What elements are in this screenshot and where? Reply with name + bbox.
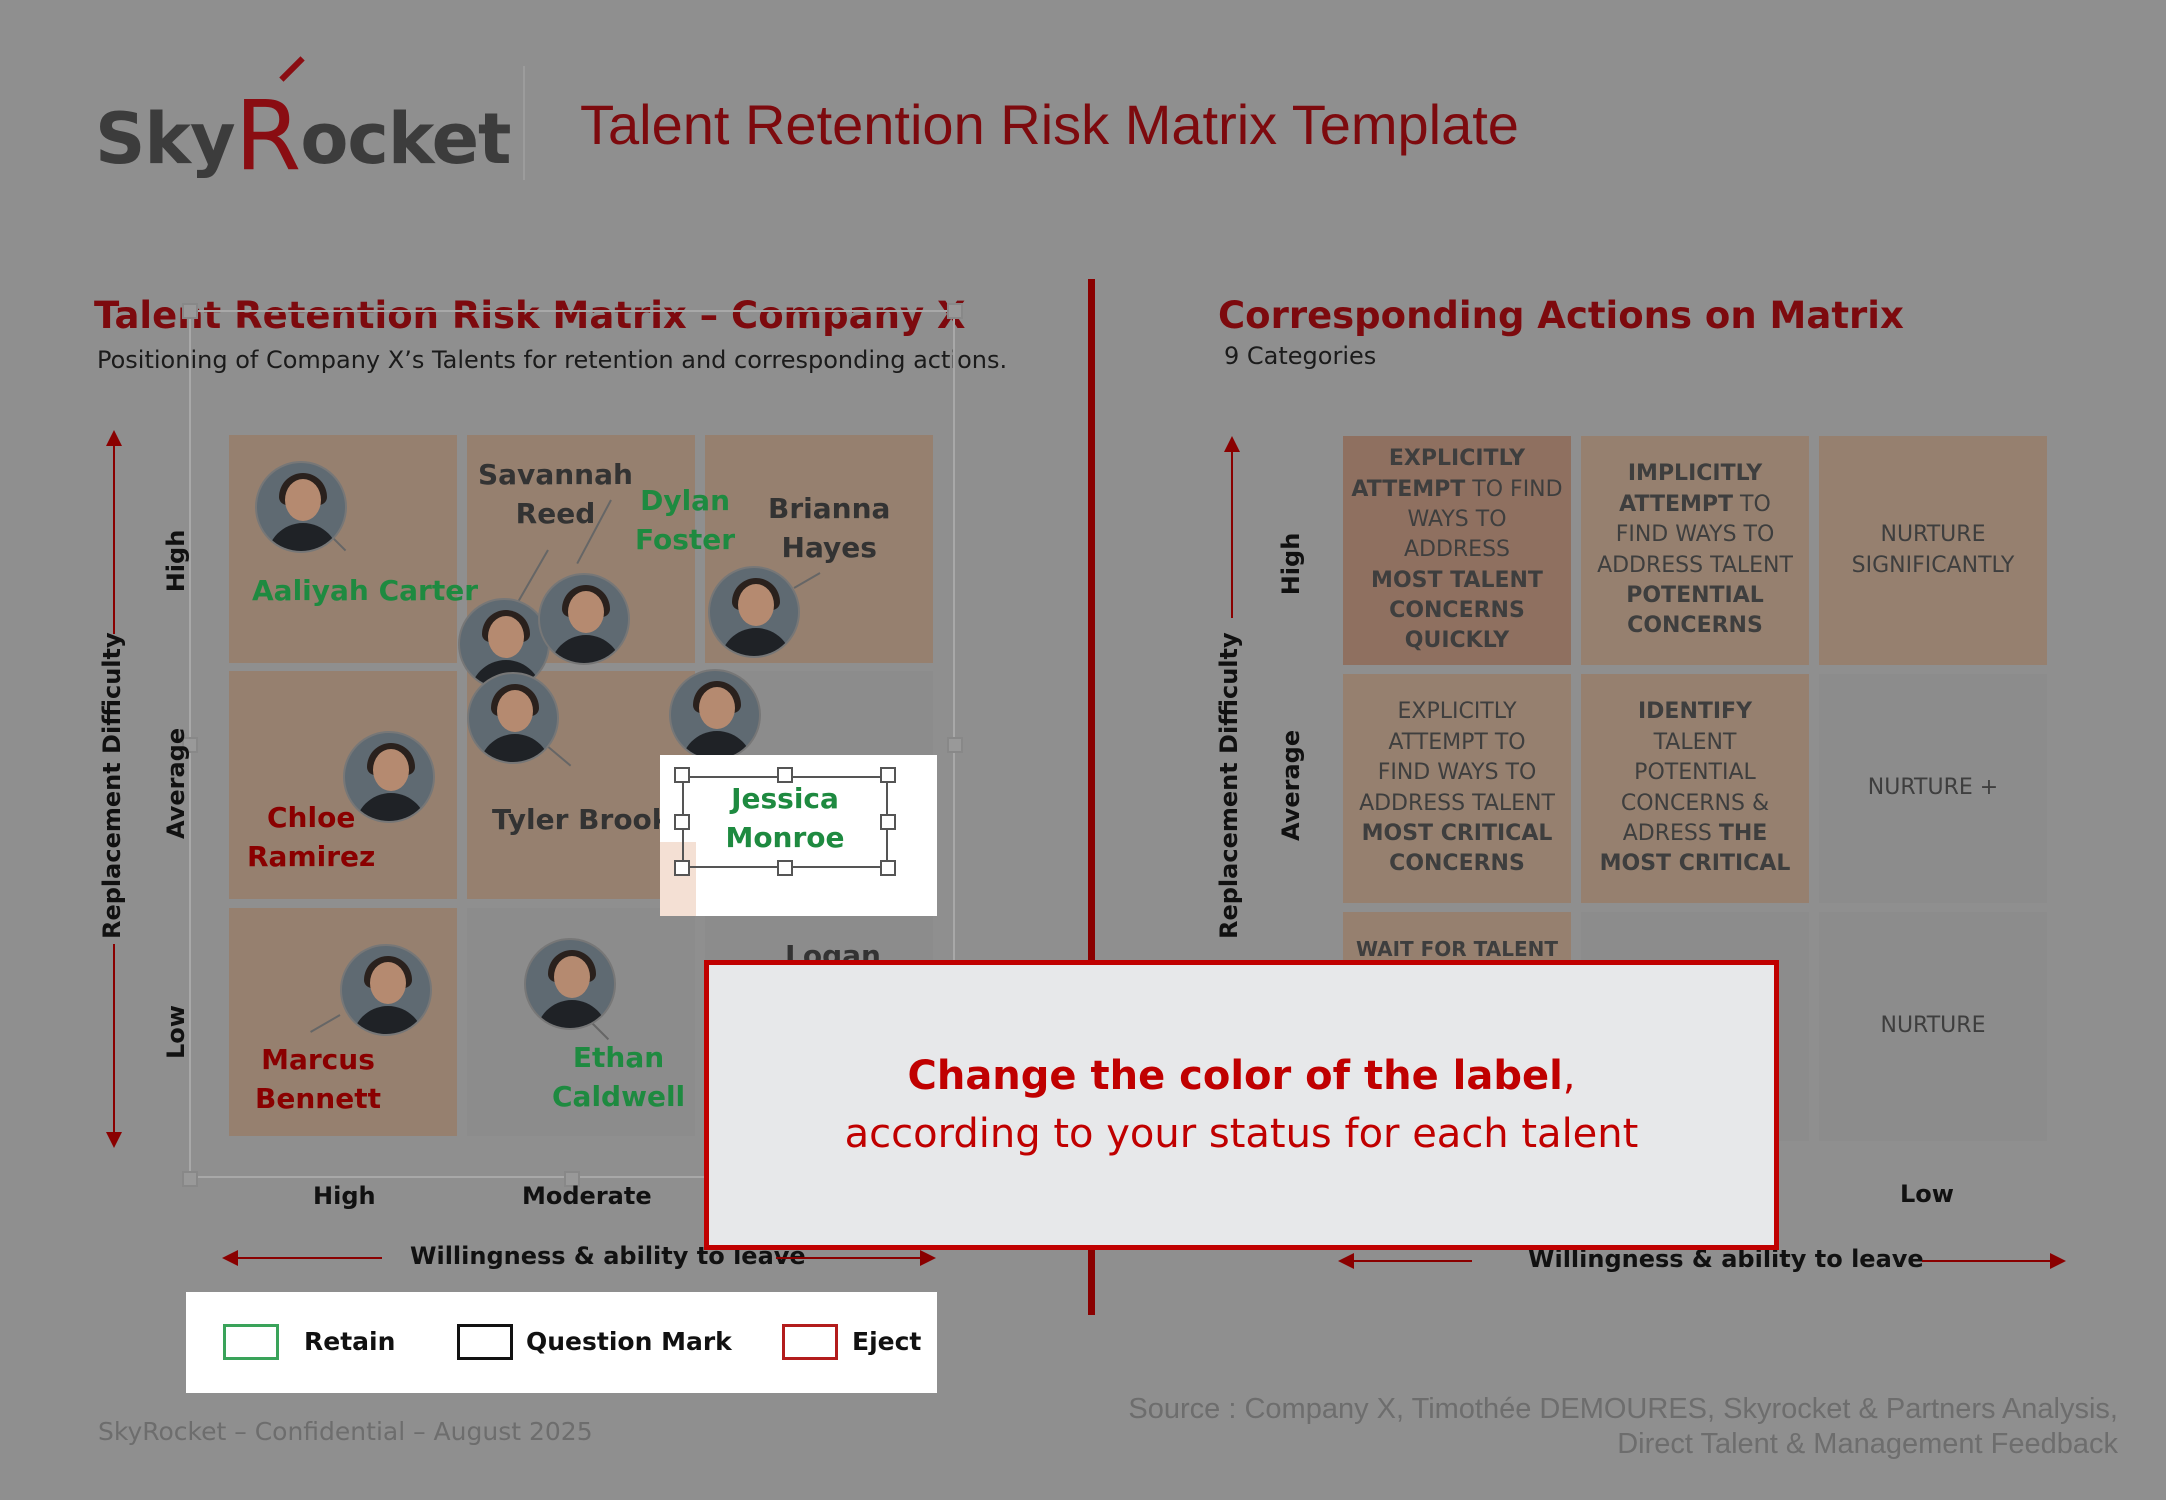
resize-handle-s[interactable] — [777, 860, 793, 876]
legend-swatch-eject — [782, 1324, 838, 1360]
selected-label-highlight-strip — [660, 842, 696, 916]
y-level-low: Low — [162, 1005, 190, 1059]
right-x-axis-arrow-left-icon — [1338, 1253, 1354, 1269]
talent-label-jessica[interactable]: Jessica Monroe — [725, 782, 845, 854]
talent-photo-ethan[interactable] — [524, 938, 616, 1030]
right-y-axis-line — [1231, 450, 1233, 618]
talent-label-dylan[interactable]: Dylan Foster — [635, 484, 736, 556]
talent-photo-marcus[interactable] — [340, 944, 432, 1036]
action-cell-r2c3: NURTURE + — [1819, 674, 2047, 903]
talent-label-marcus[interactable]: Marcus Bennett — [255, 1043, 381, 1115]
talent-photo-jessica[interactable] — [669, 669, 761, 761]
resize-handle-nw[interactable] — [674, 767, 690, 783]
resize-handle-ne[interactable] — [880, 767, 896, 783]
right-section-subtitle[interactable]: 9 Categories — [1224, 342, 1377, 370]
instruction-line-1: Change the color of the label, — [907, 1053, 1576, 1099]
y-axis-title: Replacement Difficulty — [98, 632, 126, 939]
source-note: Source : Company X, Timothée DEMOURES, S… — [1128, 1392, 2118, 1462]
slide: SkyRocket Talent Retention Risk Matrix T… — [0, 4, 2166, 1496]
x-axis-arrow-left-icon — [222, 1250, 238, 1266]
resize-handle-se[interactable] — [880, 860, 896, 876]
source-line-1: Source : Company X, Timothée DEMOURES, S… — [1128, 1393, 2118, 1425]
legend-swatch-retain — [223, 1324, 279, 1360]
selection-handle[interactable] — [947, 737, 963, 753]
legend-label-question-mark: Question Mark — [526, 1327, 732, 1356]
y-axis-line — [113, 944, 115, 1134]
selection-handle[interactable] — [564, 1171, 580, 1187]
talent-label-tyler[interactable]: Tyler Brooks — [492, 803, 688, 836]
right-y-axis-arrow-up-icon — [1224, 436, 1240, 452]
y-level-high: High — [162, 529, 190, 593]
y-axis-arrow-down-icon — [106, 1132, 122, 1148]
legend-swatch-question-mark — [457, 1324, 513, 1360]
talent-photo-chloe[interactable] — [343, 731, 435, 823]
x-level-moderate: Moderate — [522, 1182, 652, 1210]
confidential-footer: SkyRocket – Confidential – August 2025 — [98, 1417, 593, 1446]
talent-label-aaliyah[interactable]: Aaliyah Carter — [252, 574, 479, 607]
talent-photo-aaliyah[interactable] — [255, 461, 347, 553]
talent-label-ethan[interactable]: Ethan Caldwell — [552, 1041, 686, 1113]
right-y-level-high: High — [1277, 532, 1305, 596]
y-axis-line — [113, 444, 115, 634]
x-level-high: High — [313, 1182, 376, 1210]
left-section-title[interactable]: Talent Retention Risk Matrix – Company X — [94, 294, 966, 337]
skyrocket-logo: SkyRocket — [95, 56, 512, 192]
right-x-axis-arrow-right-icon — [2050, 1253, 2066, 1269]
right-y-level-average: Average — [1277, 729, 1305, 841]
talent-photo-brianna[interactable] — [708, 566, 800, 658]
talent-label-brianna[interactable]: Brianna Hayes — [768, 492, 891, 564]
status-legend: Retain Question Mark Eject — [186, 1292, 937, 1393]
y-level-average: Average — [162, 727, 190, 839]
right-x-level-low: Low — [1900, 1180, 1954, 1208]
talent-photo-tyler[interactable] — [467, 672, 559, 764]
selection-handle[interactable] — [182, 737, 198, 753]
resize-handle-n[interactable] — [777, 767, 793, 783]
x-axis-line — [236, 1257, 382, 1259]
talent-photo-dylan[interactable] — [538, 573, 630, 665]
logo-wordmark: SkyRocket — [95, 80, 512, 192]
right-section-title[interactable]: Corresponding Actions on Matrix — [1218, 294, 1904, 337]
header-divider — [523, 66, 525, 180]
talent-label-chloe[interactable]: Chloe Ramirez — [247, 801, 376, 873]
right-y-axis-title: Replacement Difficulty — [1215, 632, 1243, 939]
instruction-line-2: according to your status for each talent — [844, 1111, 1639, 1157]
selection-handle[interactable] — [947, 303, 963, 319]
instruction-callout: Change the color of the label, according… — [704, 960, 1779, 1250]
action-cell-r3c3: NURTURE — [1819, 912, 2047, 1141]
talent-label-savannah[interactable]: Savannah Reed — [478, 458, 633, 530]
legend-label-eject: Eject — [852, 1327, 922, 1356]
y-axis-arrow-up-icon — [106, 430, 122, 446]
x-axis-line — [776, 1257, 922, 1259]
action-cell-r1c3: NURTURE SIGNIFICANTLY — [1819, 436, 2047, 665]
source-line-2: Direct Talent & Management Feedback — [1617, 1427, 2118, 1460]
x-axis-arrow-right-icon — [920, 1250, 936, 1266]
left-section-subtitle[interactable]: Positioning of Company X’s Talents for r… — [97, 346, 1008, 374]
section-divider — [1088, 279, 1095, 1315]
selection-handle[interactable] — [182, 303, 198, 319]
right-x-axis-line — [1352, 1260, 1472, 1262]
selection-handle[interactable] — [182, 1171, 198, 1187]
resize-handle-sw[interactable] — [674, 860, 690, 876]
resize-handle-e[interactable] — [880, 814, 896, 830]
resize-handle-w[interactable] — [674, 814, 690, 830]
right-x-axis-line — [1922, 1260, 2052, 1262]
legend-label-retain: Retain — [304, 1327, 396, 1356]
page-title[interactable]: Talent Retention Risk Matrix Template — [580, 93, 1519, 156]
